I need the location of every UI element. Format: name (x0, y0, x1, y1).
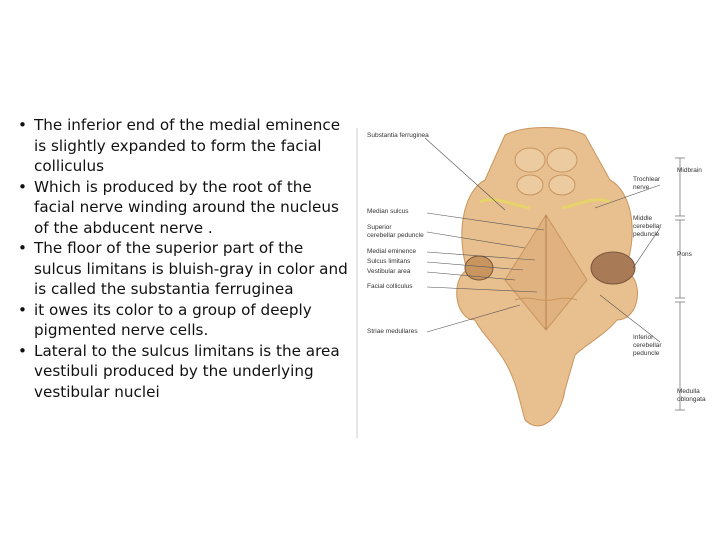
label-facial-colliculus: Facial colliculus (367, 283, 413, 290)
bullet-dot: • (18, 177, 27, 196)
label-trochlear-nerve: Trochlear nerve (633, 176, 661, 191)
label-inferior-cerebellar-peduncle: Inferior cerebellar peduncle (633, 334, 662, 357)
label-medulla-oblongata: Medulla oblongata (677, 388, 706, 403)
bullet-dot: • (18, 116, 27, 134)
brainstem-figure: Substantia ferruginea Median sulcus Supe… (355, 120, 715, 440)
label-vestibular-area: Vestibular area (367, 268, 411, 275)
brainstem-illustration (356, 127, 685, 438)
label-superior-cerebellar-peduncle: Superior cerebellar peduncle (367, 224, 424, 239)
label-sulcus-limitans: Sulcus limitans (367, 258, 411, 265)
label-medial-eminence: Medial eminence (367, 248, 417, 255)
label-pons: Pons (677, 251, 692, 258)
label-striae-medullares: Striae medullares (367, 328, 418, 335)
bullet-text: The inferior end of the medial eminence … (34, 116, 341, 175)
bullet-dot: • (18, 341, 27, 360)
bullet-text: it owes its color to a group of deeply p… (34, 300, 312, 340)
bullet-item: • The inferior end of the medial eminence… (10, 115, 348, 177)
bullet-text: Which is produced by the root of the fac… (34, 177, 339, 237)
bullet-list: • The inferior end of the medial eminence… (10, 115, 348, 402)
bullet-item: • The floor of the superior part of the s… (10, 238, 348, 300)
bullet-item: • it owes its color to a group of deeply … (10, 300, 348, 341)
label-middle-cerebellar-peduncle: Middle cerebellar peduncle (633, 215, 662, 238)
label-median-sulcus: Median sulcus (367, 208, 409, 215)
bullet-item: • Lateral to the sulcus limitans is the a… (10, 341, 348, 403)
bullet-text: The floor of the superior part of the su… (34, 239, 348, 298)
label-midbrain: Midbrain (677, 167, 702, 174)
bullet-text: Lateral to the sulcus limitans is the ar… (34, 341, 340, 401)
bullet-dot: • (18, 300, 27, 319)
bullet-dot: • (18, 239, 27, 257)
label-substantia-ferruginea: Substantia ferruginea (367, 132, 429, 139)
bullet-item: • Which is produced by the root of the fa… (10, 177, 348, 239)
